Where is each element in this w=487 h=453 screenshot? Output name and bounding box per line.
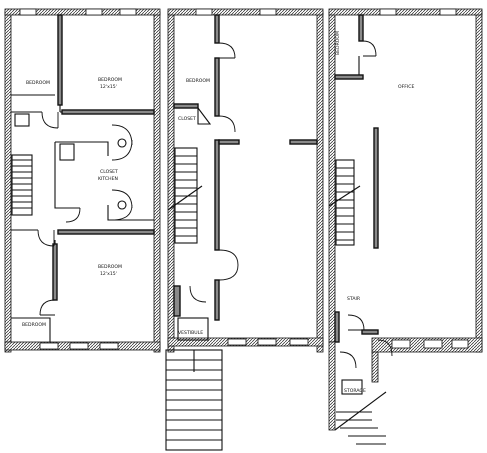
middle-partition — [214, 279, 220, 321]
ground-bath-fixture — [14, 113, 30, 127]
right-partition — [334, 311, 340, 343]
middle-closet-wall — [197, 106, 212, 125]
middle-door-swing — [218, 42, 236, 59]
ground-window — [69, 342, 89, 350]
room-size-label: 12'x15' — [100, 84, 117, 90]
ground-partition — [61, 109, 155, 115]
right-window — [423, 339, 443, 349]
right-door-swing — [377, 339, 393, 357]
room-label: KITCHEN — [98, 176, 118, 182]
middle-front-steps — [165, 349, 223, 451]
ground-window — [19, 8, 37, 16]
right-outer-wall-left — [328, 11, 336, 343]
room-size-label: 12'x15' — [100, 271, 117, 277]
right-door-swing — [362, 40, 377, 57]
ground-column-marker — [117, 200, 127, 210]
middle-partition — [214, 139, 220, 251]
ground-door-swing — [65, 207, 81, 223]
ground-partition — [52, 243, 58, 301]
room-label: BEDROOM — [22, 322, 46, 328]
right-window — [439, 8, 457, 16]
right-window — [379, 8, 397, 16]
room-label: STAIR — [347, 296, 361, 302]
ground-window — [39, 342, 59, 350]
right-outer-wall-top — [328, 8, 483, 16]
room-label: CLOSET — [178, 116, 196, 122]
middle-door-swing — [218, 115, 236, 133]
ground-bath-fixture — [59, 143, 75, 161]
middle-partition — [173, 103, 199, 109]
right-window — [451, 339, 469, 349]
room-label: CLOSET — [100, 169, 118, 175]
ground-window — [99, 342, 119, 350]
middle-partition — [289, 139, 318, 145]
middle-outer-wall-left — [167, 11, 175, 353]
ground-partition — [57, 229, 155, 235]
middle-window — [289, 338, 309, 346]
room-label: VESTIBULE — [178, 330, 203, 336]
middle-partition — [173, 285, 181, 317]
ground-window — [119, 8, 137, 16]
room-label: BEDROOM — [335, 31, 341, 55]
ground-stair — [11, 154, 33, 216]
middle-floor-plan: BEDROOM CLOSET VESTIBULE — [165, 8, 324, 451]
right-stair — [328, 159, 361, 246]
room-label: BEDROOM — [186, 78, 210, 84]
room-label: BEDROOM — [98, 264, 122, 270]
room-label: BEDROOM — [98, 77, 122, 83]
middle-partition — [214, 57, 220, 117]
middle-window — [227, 338, 247, 346]
room-label: STORAGE — [344, 388, 366, 394]
middle-vestibule — [177, 317, 209, 341]
right-small-room-wall — [334, 74, 364, 80]
middle-stair — [167, 147, 203, 244]
room-label: BEDROOM — [26, 80, 50, 86]
middle-door-swing — [189, 285, 207, 303]
ground-window — [85, 8, 103, 16]
middle-partition — [214, 14, 220, 44]
right-door-swing — [347, 314, 365, 331]
ground-door-swing — [39, 299, 56, 316]
ground-outer-wall-top — [4, 8, 161, 16]
ground-outer-wall-right — [153, 11, 161, 353]
ground-column-marker — [117, 138, 127, 148]
right-partition — [361, 329, 379, 335]
ground-floor-plan: BEDROOM BEDROOM 12'x15' CLOSET KITCHEN B… — [4, 8, 161, 353]
right-lower-annex — [328, 341, 387, 445]
right-window — [391, 339, 411, 349]
middle-outer-wall-top — [167, 8, 324, 16]
ground-door-swing — [37, 229, 55, 247]
middle-outer-wall-right — [316, 11, 324, 353]
middle-window — [195, 8, 213, 16]
ground-partition — [57, 14, 63, 106]
ground-door-swing — [111, 189, 133, 221]
right-outer-wall-right — [475, 11, 483, 353]
ground-door-swing — [111, 124, 133, 161]
right-floor-plan: BEDROOM OFFICE STAIR STORAGE — [328, 8, 483, 445]
middle-window — [259, 8, 277, 16]
right-interior-column — [373, 127, 379, 249]
middle-partition — [218, 139, 240, 145]
middle-window — [257, 338, 277, 346]
room-label: OFFICE — [398, 84, 414, 90]
right-small-room-wall — [358, 14, 364, 42]
ground-door-swing — [41, 111, 59, 129]
middle-door-swing — [218, 249, 239, 281]
ground-outer-wall-left — [4, 11, 12, 353]
